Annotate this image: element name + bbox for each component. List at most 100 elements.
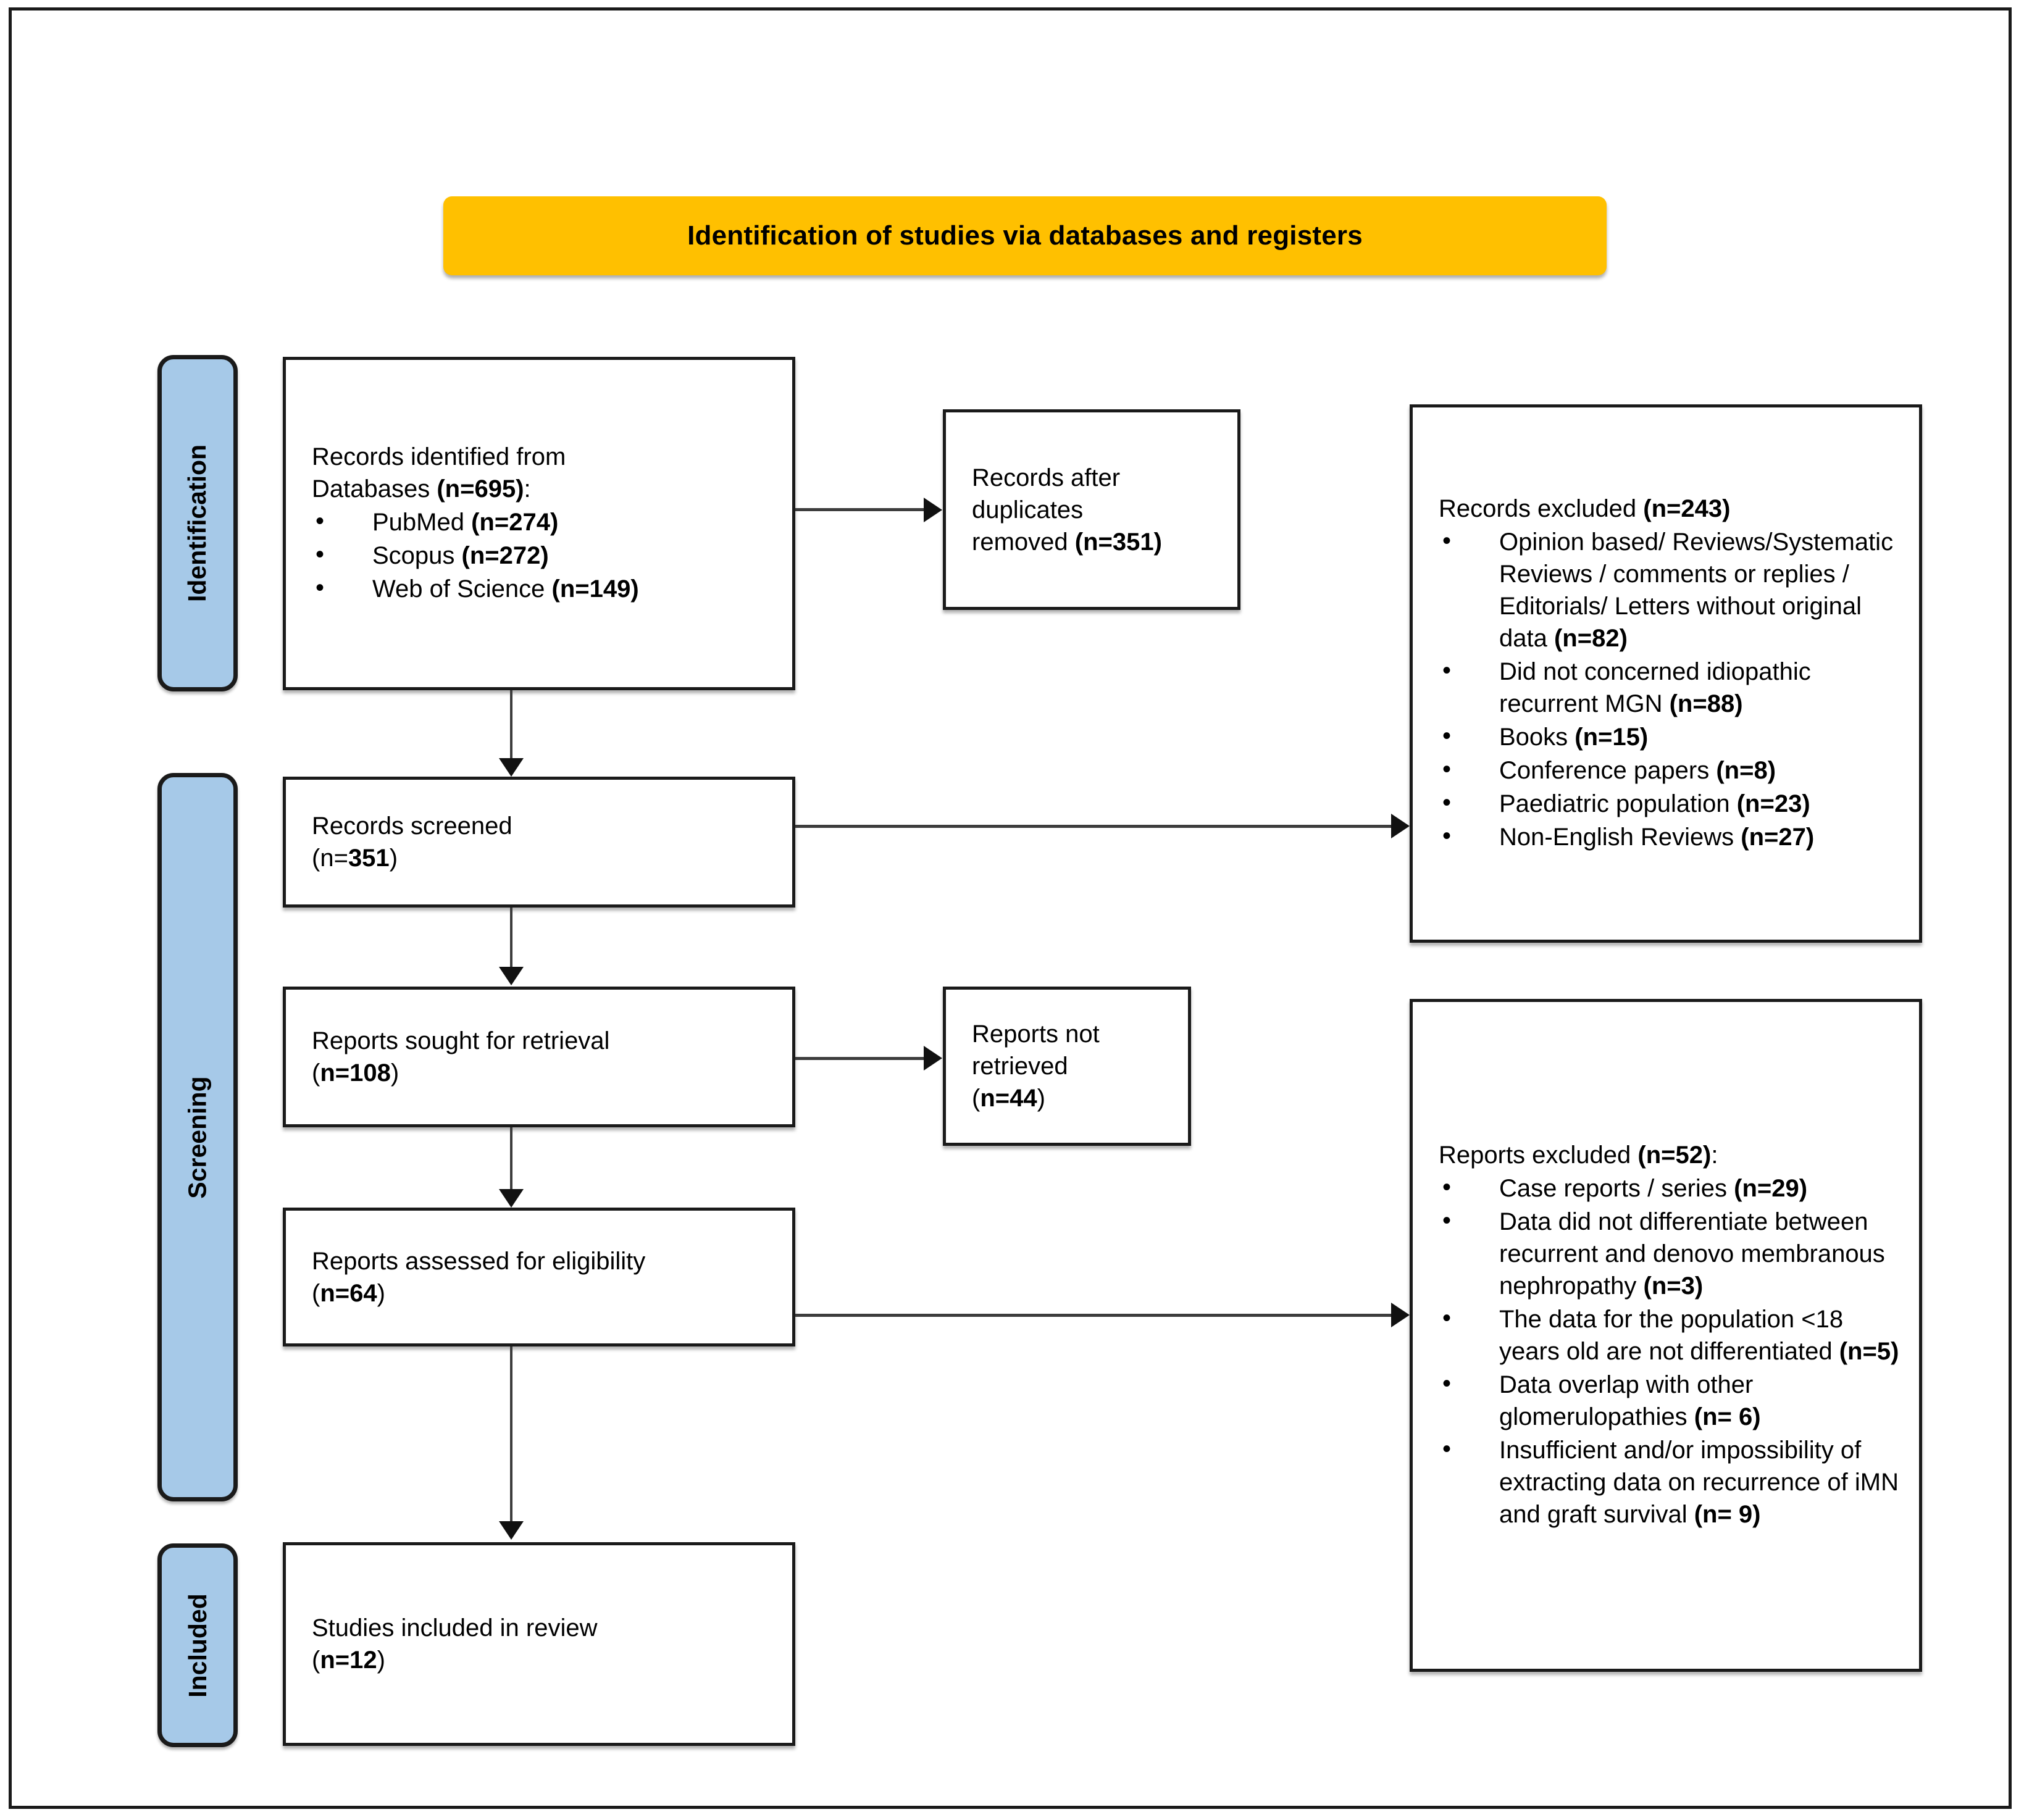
not-retrieved-line1: Reports not	[972, 1021, 1100, 1048]
reason-text: Non-English Reviews	[1499, 824, 1741, 851]
reports-excluded-count: (n=52)	[1637, 1142, 1712, 1169]
reports-excluded-heading: Reports excluded (n=52):	[1424, 1139, 1908, 1171]
reason-text: The data for the population <18 years ol…	[1499, 1306, 1844, 1365]
list-item: Insufficient and/or impossibility of ext…	[1424, 1433, 1908, 1530]
reports-sought-title: Reports sought for retrieval (n=108)	[312, 1025, 775, 1089]
diagram-outer-border	[9, 7, 2012, 1809]
source-name: PubMed	[372, 509, 472, 536]
reports-excluded-label: Reports excluded	[1439, 1142, 1638, 1169]
reason-count: (n=29)	[1734, 1175, 1808, 1202]
list-item: PubMed (n=274)	[297, 505, 781, 538]
reports-excluded-colon: :	[1711, 1142, 1718, 1169]
source-count: (n=272)	[461, 542, 549, 569]
list-item: Conference papers (n=8)	[1424, 753, 1908, 787]
reports-assessed-suffix: )	[377, 1279, 385, 1307]
records-screened-prefix: (n=	[312, 845, 348, 872]
reason-text: Did not concerned idiopathic recurrent M…	[1499, 658, 1811, 717]
duplicates-line2: duplicates	[972, 496, 1084, 524]
list-item: Books (n=15)	[1424, 720, 1908, 753]
node-studies-included: Studies included in review (n=12)	[283, 1542, 795, 1746]
banner-label: Identification of studies via databases …	[687, 220, 1363, 251]
list-item: Case reports / series (n=29)	[1424, 1171, 1908, 1204]
node-reports-sought: Reports sought for retrieval (n=108)	[283, 987, 795, 1127]
list-item: Did not concerned idiopathic recurrent M…	[1424, 654, 1908, 720]
records-screened-suffix: )	[389, 845, 398, 872]
node-reports-not-retrieved: Reports not retrieved (n=44)	[943, 987, 1191, 1146]
records-screened-label: Records screened	[312, 812, 512, 840]
not-retrieved-line2: retrieved	[972, 1053, 1068, 1080]
records-excluded-heading: Records excluded (n=243)	[1424, 493, 1908, 525]
connector-identified-to-duplicates	[795, 508, 924, 511]
duplicates-count: (n=351)	[1074, 528, 1162, 556]
list-item: Data did not differentiate between recur…	[1424, 1204, 1908, 1302]
records-excluded-reason-list: Opinion based/ Reviews/Systematic Review…	[1424, 525, 1908, 853]
identification-banner: Identification of studies via databases …	[443, 196, 1607, 275]
connector-identified-to-screened	[510, 690, 512, 759]
node-reports-excluded: Reports excluded (n=52): Case reports / …	[1410, 999, 1922, 1672]
list-item: Data overlap with other glomerulopathies…	[1424, 1367, 1908, 1433]
node-reports-assessed: Reports assessed for eligibility (n=64)	[283, 1208, 795, 1346]
phase-label-screening: Screening	[157, 773, 238, 1501]
source-count: (n=149)	[551, 575, 639, 603]
list-item: Paediatric population (n=23)	[1424, 787, 1908, 820]
arrowhead-screened-to-records-excluded	[1391, 814, 1410, 838]
records-identified-source-list: PubMed (n=274) Scopus (n=272) Web of Sci…	[297, 505, 781, 605]
phase-included-text: Included	[183, 1593, 212, 1698]
duplicates-line3: removed	[972, 528, 1075, 556]
phase-label-included: Included	[157, 1543, 238, 1747]
connector-screened-to-records-excluded	[795, 825, 1393, 828]
arrowhead-sought-to-assessed	[499, 1189, 524, 1208]
not-retrieved-prefix: (	[972, 1085, 981, 1112]
studies-included-label: Studies included in review	[312, 1614, 598, 1642]
reports-sought-count: n=108	[320, 1059, 391, 1087]
studies-included-title: Studies included in review (n=12)	[312, 1612, 775, 1676]
records-identified-title: Records identified from Databases (n=695…	[297, 441, 781, 505]
connector-sought-to-not-retrieved	[795, 1057, 924, 1060]
source-name: Scopus	[372, 542, 462, 569]
reason-count: (n= 9)	[1694, 1501, 1761, 1528]
studies-included-count: n=12	[320, 1647, 377, 1674]
list-item: Non-English Reviews (n=27)	[1424, 820, 1908, 853]
reports-excluded-reason-list: Case reports / series (n=29) Data did no…	[1424, 1171, 1908, 1530]
reports-assessed-label: Reports assessed for eligibility	[312, 1247, 646, 1275]
reports-assessed-title: Reports assessed for eligibility (n=64)	[312, 1245, 775, 1309]
records-after-duplicates-title: Records after duplicates removed (n=351)	[972, 462, 1220, 558]
reports-assessed-prefix: (	[312, 1279, 320, 1307]
reason-text: Conference papers	[1499, 757, 1717, 784]
records-screened-title: Records screened (n=351)	[312, 810, 775, 874]
list-item: Web of Science (n=149)	[297, 572, 781, 605]
arrowhead-sought-to-not-retrieved	[924, 1046, 942, 1071]
reason-count: (n=8)	[1716, 757, 1776, 784]
phase-screening-text: Screening	[183, 1075, 212, 1199]
connector-assessed-to-reports-excluded	[795, 1314, 1393, 1317]
records-excluded-count: (n=243)	[1643, 495, 1731, 522]
records-identified-colon: :	[524, 475, 531, 503]
reason-count: (n=15)	[1574, 724, 1649, 751]
arrowhead-screened-to-sought	[499, 967, 524, 985]
node-records-after-duplicates: Records after duplicates removed (n=351)	[943, 409, 1240, 610]
not-retrieved-suffix: )	[1037, 1085, 1045, 1112]
reason-text: Books	[1499, 724, 1575, 751]
reports-assessed-count: n=64	[320, 1279, 377, 1307]
reports-sought-label: Reports sought for retrieval	[312, 1027, 610, 1054]
records-identified-line1: Records identified from	[312, 443, 566, 470]
records-excluded-label: Records excluded	[1439, 495, 1644, 522]
source-count: (n=274)	[471, 509, 559, 536]
reports-not-retrieved-title: Reports not retrieved (n=44)	[972, 1018, 1171, 1114]
reason-text: Insufficient and/or impossibility of ext…	[1499, 1437, 1899, 1528]
reports-sought-prefix: (	[312, 1059, 320, 1087]
records-screened-count: 351	[348, 845, 390, 872]
phase-label-identification: Identification	[157, 355, 238, 691]
arrowhead-assessed-to-included	[499, 1521, 524, 1540]
reports-sought-suffix: )	[390, 1059, 399, 1087]
records-identified-line2: Databases	[312, 475, 437, 503]
phase-identification-text: Identification	[183, 444, 212, 603]
node-records-screened: Records screened (n=351)	[283, 777, 795, 908]
studies-included-prefix: (	[312, 1647, 320, 1674]
not-retrieved-count: n=44	[980, 1085, 1037, 1112]
reason-text: Opinion based/ Reviews/Systematic Review…	[1499, 528, 1894, 652]
list-item: Scopus (n=272)	[297, 538, 781, 572]
reason-count: (n=88)	[1669, 690, 1743, 717]
list-item: Opinion based/ Reviews/Systematic Review…	[1424, 525, 1908, 654]
